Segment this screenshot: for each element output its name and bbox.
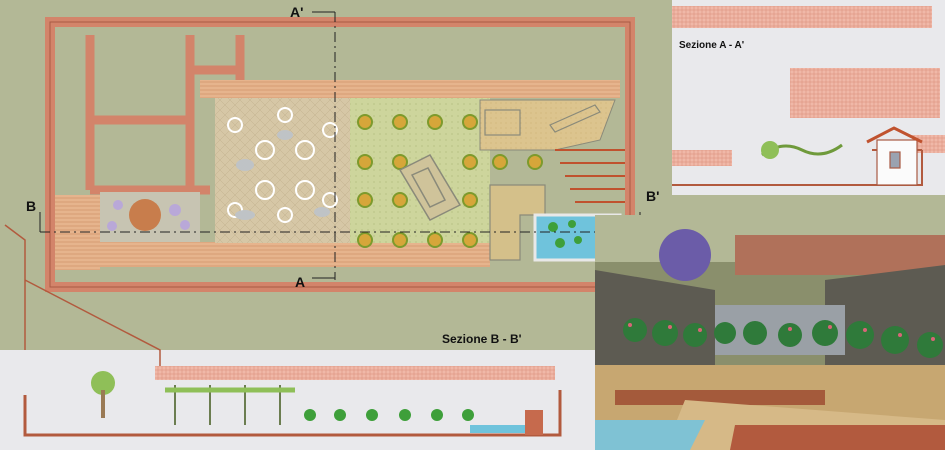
sand-terrace: [479, 99, 616, 151]
terrace-outline: [484, 104, 601, 261]
court-circles: [227, 107, 338, 223]
section-b-roof: [155, 366, 555, 380]
section-a-house: [866, 126, 923, 186]
section-b-ground: [23, 390, 562, 437]
section-a-bottom-label: A: [295, 274, 306, 290]
section-b-left-building: [4, 224, 161, 370]
flower-bed-plants: [107, 199, 190, 231]
section-b-trees: [91, 371, 474, 421]
outer-walls: [45, 17, 635, 292]
section-a-title: Sezione A - A': [679, 40, 745, 51]
garden-floor-plan: [39, 11, 641, 292]
building-rooms: [85, 35, 245, 200]
roof-top-strip: [672, 6, 932, 28]
roof-left-strip: [672, 150, 732, 166]
upper-walkway: [200, 80, 620, 98]
section-b-wall: [525, 410, 543, 435]
steps: [555, 149, 625, 203]
section-a-tree: [761, 141, 779, 159]
roof-block: [790, 68, 940, 118]
stones: [235, 130, 330, 220]
section-b-left-label: B: [26, 198, 37, 214]
walkway: [100, 242, 490, 267]
section-b-right-label: B': [646, 188, 660, 204]
garden-render-image: [595, 229, 945, 450]
section-b-pond: [470, 425, 525, 433]
section-a-top-label: A': [290, 4, 304, 20]
section-b-drawing: [4, 224, 562, 437]
raised-planter: [398, 154, 462, 221]
section-b-title: Sezione B - B': [442, 332, 522, 346]
water-lilies: [548, 220, 582, 248]
section-a-drawing: [672, 6, 945, 186]
section-b-pergola: [165, 385, 295, 425]
garden-render: [595, 215, 945, 450]
